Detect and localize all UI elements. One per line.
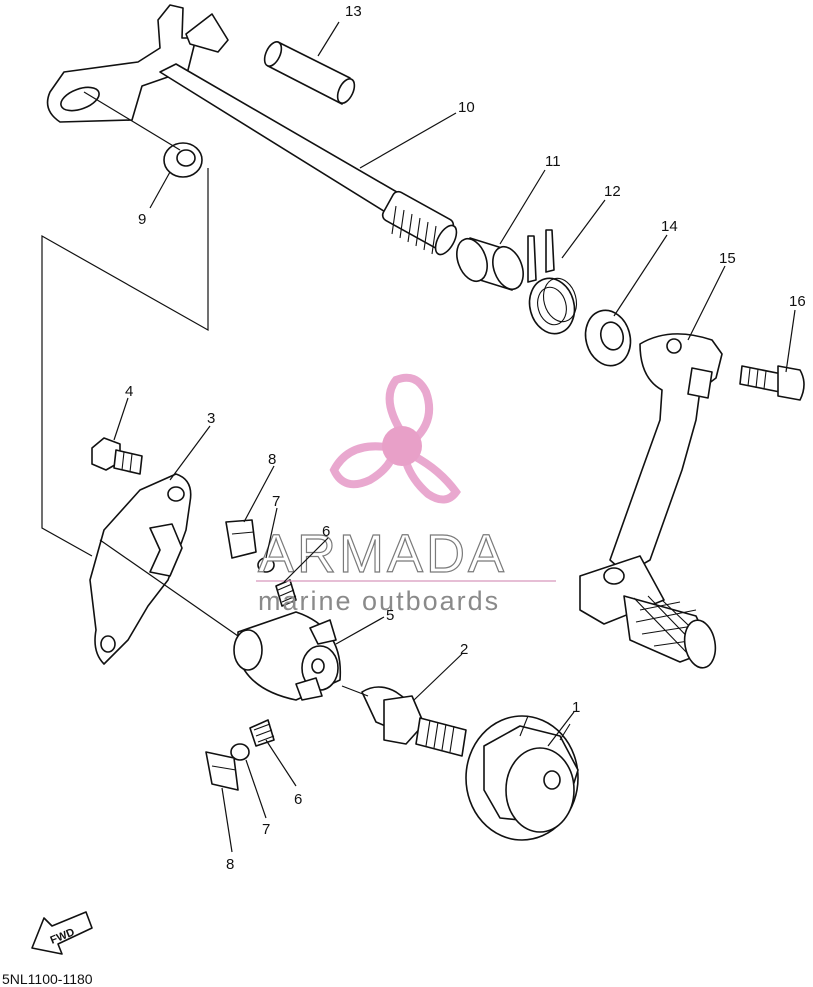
callout-15: 15 — [719, 250, 736, 267]
segment-5 — [233, 611, 342, 701]
callout-2: 2 — [460, 641, 468, 658]
spring-6-lower — [249, 719, 275, 747]
callout-6-lower: 6 — [294, 791, 302, 808]
callout-8-lower: 8 — [226, 856, 234, 873]
bolt-2 — [361, 686, 467, 757]
callout-16: 16 — [789, 293, 806, 310]
fwd-arrow-icon: FWD — [31, 911, 93, 955]
callouts: 13 10 11 12 14 15 16 9 4 3 8 7 6 5 2 1 6… — [125, 3, 806, 873]
oil-seal-14 — [584, 309, 632, 367]
callout-3: 3 — [207, 410, 215, 427]
pawl-8-lower — [205, 751, 239, 791]
watermark-brand: ARMADA — [258, 524, 507, 584]
stopper-plate-3 — [89, 473, 192, 665]
callout-9: 9 — [138, 211, 146, 228]
leader-lines — [83, 21, 796, 853]
collar-11 — [456, 237, 524, 291]
callout-13: 13 — [345, 3, 362, 20]
watermark-tagline: marine outboards — [258, 586, 500, 616]
shift-pedal-15 — [579, 333, 723, 669]
pin-13 — [263, 41, 356, 105]
diagram-code: 5NL1100-1180 — [2, 971, 93, 987]
callout-11: 11 — [545, 153, 561, 170]
bolt-4 — [91, 437, 143, 475]
shift-shaft-10 — [46, 4, 458, 256]
callout-8-upper: 8 — [268, 451, 276, 468]
washer-9 — [163, 142, 203, 178]
bolt-16 — [739, 365, 805, 401]
callout-6-upper: 6 — [322, 523, 330, 540]
callout-4: 4 — [125, 383, 133, 400]
pin-7-lower — [230, 743, 250, 761]
spring-6-upper — [275, 579, 297, 607]
callout-14: 14 — [661, 218, 678, 235]
callout-12: 12 — [604, 183, 621, 200]
callout-7-lower: 7 — [262, 821, 270, 838]
watermark: ARMADA marine outboards — [256, 373, 556, 616]
cam-1 — [465, 715, 579, 841]
callout-10: 10 — [458, 99, 475, 116]
spring-12 — [527, 229, 578, 335]
callout-5: 5 — [386, 607, 394, 624]
pawl-8-upper — [225, 519, 257, 559]
propeller-logo-icon — [329, 373, 461, 504]
callout-1: 1 — [572, 699, 580, 716]
callout-7-upper: 7 — [272, 493, 280, 510]
reference-frame — [41, 168, 209, 557]
